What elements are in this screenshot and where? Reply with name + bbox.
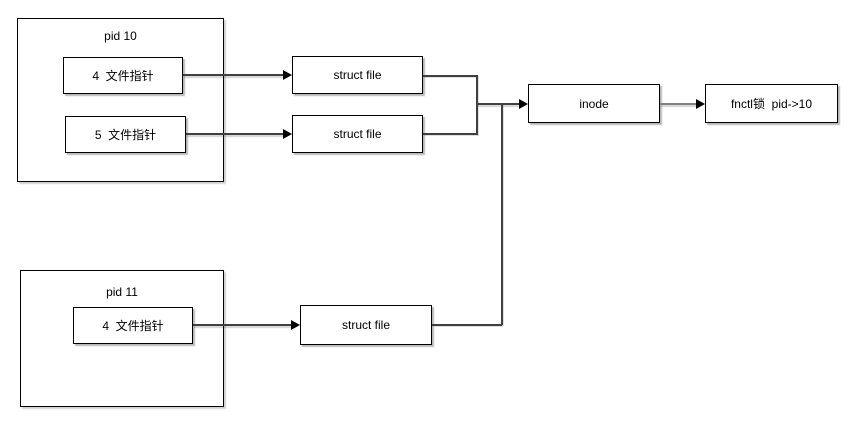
connector-structfile-top-out: [423, 75, 477, 77]
fd-box-pid10-4-label: 4 文件指针: [92, 69, 154, 83]
fd-box-pid10-4: 4 文件指针: [63, 57, 183, 94]
fd-box-pid10-5: 5 文件指针: [65, 116, 186, 153]
process-pid11-title-label: pid 11: [106, 285, 138, 299]
connector-merge-to-inode: [477, 103, 520, 105]
connector-pid10-fd5-to-structfile-middle: [186, 133, 284, 135]
fd-box-pid11-4: 4 文件指针: [73, 307, 193, 344]
inode-label: inode: [579, 96, 609, 111]
arrowhead-fnctl-lock: [696, 99, 705, 109]
struct-file-top-label: struct file: [333, 68, 382, 82]
fd-box-pid11-4-label: 4 文件指针: [102, 319, 164, 333]
struct-file-box-bottom: struct file: [300, 305, 432, 345]
struct-file-middle-label: struct file: [333, 127, 382, 141]
struct-file-bottom-label: struct file: [341, 318, 390, 332]
connector-structfile-middle-out: [423, 133, 477, 135]
connector-structfile-bottom-riser: [501, 104, 503, 325]
fnctl-lock-box: fnctl锁 pid->10: [705, 84, 838, 123]
arrowhead-structfile-bottom: [291, 320, 300, 330]
connector-inode-to-fnctl-lock: [660, 103, 697, 105]
struct-file-box-top: struct file: [292, 56, 423, 94]
connector-bracket-vertical: [476, 75, 478, 135]
arrowhead-inode: [519, 99, 528, 109]
inode-box: inode: [528, 84, 660, 123]
connector-pid11-fd4-to-structfile-bottom: [193, 324, 292, 326]
fnctl-lock-label: fnctl锁 pid->10: [730, 97, 813, 111]
process-pid10-title: pid 10: [17, 28, 224, 44]
fd-box-pid10-5-label: 5 文件指针: [94, 128, 157, 142]
process-box-pid10: [17, 18, 224, 182]
connector-structfile-bottom-out: [432, 324, 502, 326]
arrowhead-structfile-middle: [283, 129, 292, 139]
struct-file-box-middle: struct file: [292, 115, 423, 153]
arrowhead-structfile-top: [283, 70, 292, 80]
connector-pid10-fd4-to-structfile-top: [183, 74, 284, 76]
process-pid11-title: pid 11: [20, 284, 224, 300]
process-pid10-title-label: pid 10: [104, 29, 137, 43]
